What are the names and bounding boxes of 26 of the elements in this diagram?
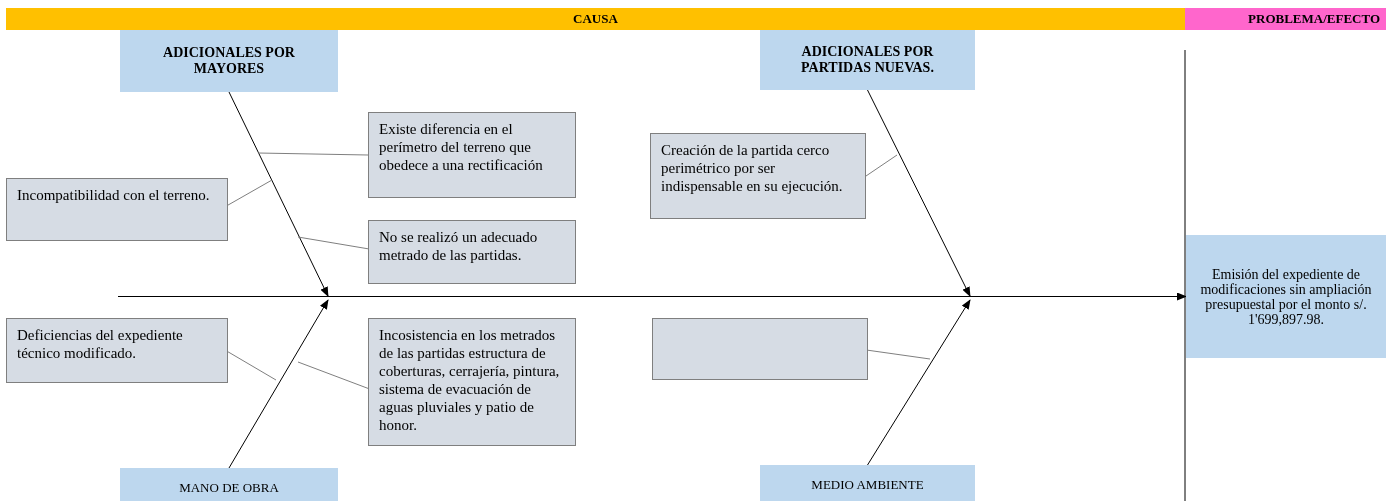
connector-line bbox=[867, 349, 931, 360]
cause-box: Creación de la partida cerco perimétrico por ser indispensable en su ejecución. bbox=[650, 133, 866, 219]
cause-box bbox=[652, 318, 868, 380]
cause-box: Incompatibilidad con el terreno. bbox=[6, 178, 228, 241]
connector-line bbox=[297, 236, 369, 250]
category-box: MEDIO AMBIENTE bbox=[760, 465, 975, 501]
connector-line bbox=[297, 361, 369, 389]
category-box: MANO DE OBRA bbox=[120, 468, 338, 501]
arrow bbox=[117, 292, 1187, 301]
connector-line bbox=[227, 351, 277, 381]
connector-line bbox=[257, 152, 369, 156]
arrow bbox=[867, 299, 971, 466]
effect-box: Emisión del expediente de modificaciones sin ampliación presupuestal por el monto s/. 1'699,897.98. bbox=[1186, 235, 1386, 358]
cause-box: Existe diferencia en el perímetro del terreno que obedece a una rectificación bbox=[368, 112, 576, 198]
cause-box: Incosistencia en los metrados de las partidas estructura de coberturas, cerrajería, pintura, sistema de evacuación de aguas pluviales y patio de honor. bbox=[368, 318, 576, 446]
category-box: ADICIONALES POR MAYORES bbox=[120, 30, 338, 92]
header-band: CAUSA bbox=[6, 8, 1185, 30]
header-band: PROBLEMA/EFECTO bbox=[1185, 8, 1386, 30]
cause-box: No se realizó un adecuado metrado de las partidas. bbox=[368, 220, 576, 284]
arrow bbox=[228, 91, 329, 297]
connector-line bbox=[227, 179, 273, 206]
category-box: ADICIONALES POR PARTIDAS NUEVAS. bbox=[760, 30, 975, 90]
cause-box: Deficiencias del expediente técnico modificado. bbox=[6, 318, 228, 383]
connector-line bbox=[865, 154, 898, 177]
arrow bbox=[228, 299, 329, 469]
arrow bbox=[867, 89, 971, 297]
